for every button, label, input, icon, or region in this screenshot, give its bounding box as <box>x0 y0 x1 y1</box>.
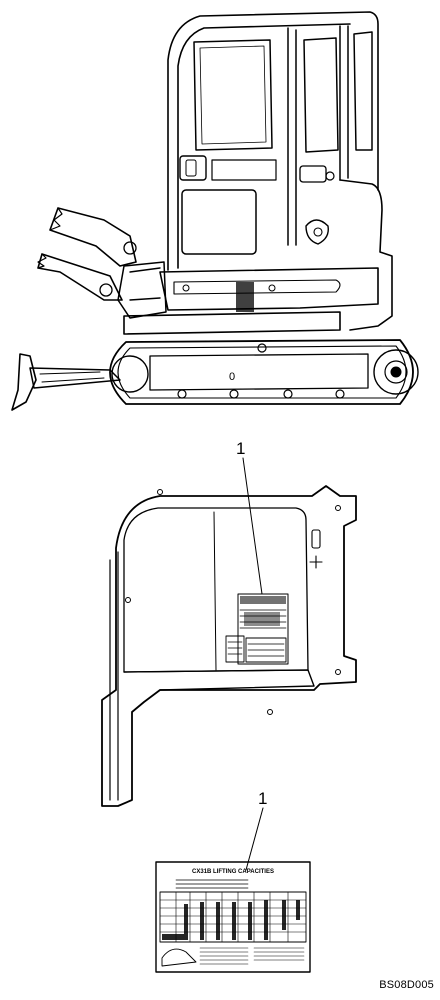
cab-rear <box>287 25 349 246</box>
leader-line-upper <box>242 457 263 595</box>
fuel-cap <box>305 219 329 245</box>
carrier-roller <box>257 343 267 353</box>
decal-table <box>159 891 307 943</box>
cab-door-handle <box>179 155 207 181</box>
cab-pillar <box>109 551 119 801</box>
boom <box>49 207 137 267</box>
fuel-cap-center <box>313 227 323 237</box>
excavator-side-view: 0 <box>11 11 419 411</box>
cab-detail-view <box>101 457 357 807</box>
cab-rear-latch <box>311 529 321 549</box>
roller-3 <box>283 389 293 399</box>
cab-bolt-d <box>335 505 341 511</box>
deck-bolt-right <box>268 284 276 292</box>
cab-door-strip <box>211 159 277 181</box>
lifting-capacity-decal: CX31B LIFTING CAPACITIES <box>155 807 311 973</box>
lower-frame <box>123 311 341 335</box>
roller-2 <box>229 389 239 399</box>
sprocket-hub <box>384 360 408 384</box>
cab-frame <box>167 11 379 271</box>
arm-break <box>37 253 47 269</box>
cab-inner-frame <box>123 507 309 673</box>
cab-bolt-a <box>125 597 131 603</box>
dozer-arm <box>29 367 121 389</box>
dozer-arm-detail <box>39 371 105 383</box>
cab-window-front <box>193 39 273 151</box>
cab-bolt-c <box>267 709 273 715</box>
decal-title: CX31B LIFTING CAPACITIES <box>192 869 274 875</box>
deck-bolt-left <box>182 284 190 292</box>
side-light <box>325 171 335 181</box>
cab-rear-bracket <box>309 555 323 569</box>
dozer-blade <box>11 353 37 411</box>
cab-window-rear <box>353 31 373 151</box>
roller-4 <box>335 389 345 399</box>
cab-outer-frame <box>101 485 357 807</box>
arm-pin <box>99 283 113 297</box>
callout-number-upper: 1 <box>236 439 246 458</box>
cab-window-front-inner <box>199 45 267 145</box>
idler-wheel <box>111 355 149 393</box>
cab-lower-panel <box>181 189 257 255</box>
cab-glass-divider <box>213 511 217 671</box>
cab-door-handle-inner <box>185 159 197 177</box>
figure-code: BS08D005 <box>379 979 434 991</box>
cab-floor-beam <box>123 669 315 691</box>
boom-pin <box>123 241 137 255</box>
engine-hood <box>339 179 393 331</box>
deck-rail <box>173 279 341 295</box>
cab-bolt-e <box>335 669 341 675</box>
arm <box>37 253 123 301</box>
cab-bolt-b <box>157 489 163 495</box>
track-frame <box>149 353 369 391</box>
sprocket <box>373 349 419 395</box>
cab-window-side <box>303 37 339 153</box>
roller-1 <box>177 389 187 399</box>
track-marker: 0 <box>229 371 235 383</box>
sprocket-center <box>390 366 402 378</box>
upper-deck <box>159 267 379 311</box>
deck-grille <box>236 282 254 312</box>
swing-post <box>129 267 161 301</box>
leader-line-lower <box>245 807 264 871</box>
callout-number-lower: 1 <box>258 789 268 808</box>
cab-decal <box>225 593 289 665</box>
decal-border <box>155 861 311 973</box>
side-handle <box>299 165 327 183</box>
track-inner <box>117 345 407 399</box>
boom-break <box>49 207 63 231</box>
